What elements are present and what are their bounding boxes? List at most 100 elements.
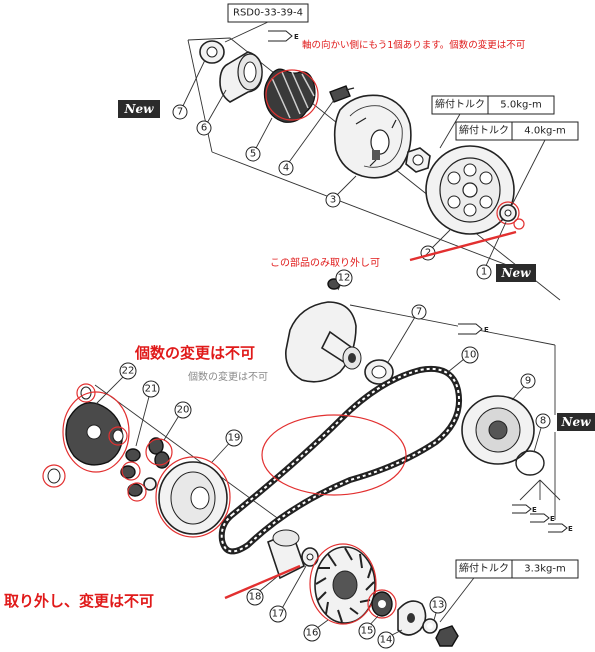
callout-1: 1 [476, 264, 492, 280]
callout-5: 5 [245, 146, 261, 162]
svg-text:19: 19 [228, 433, 241, 444]
svg-text:7: 7 [416, 307, 422, 318]
svg-text:1: 1 [481, 267, 487, 278]
svg-text:4.0kg-m: 4.0kg-m [524, 126, 565, 137]
top-note: 軸の向かい側にもう1個あります。個数の変更は不可 [302, 39, 525, 51]
grease-mark-2: E [458, 323, 489, 335]
svg-text:7: 7 [177, 107, 183, 118]
svg-text:3.3kg-m: 3.3kg-m [524, 564, 565, 575]
nut [405, 147, 431, 173]
ring-part-8 [515, 450, 545, 476]
spring-part-5 [263, 68, 316, 123]
svg-text:締付トルク: 締付トルク [459, 124, 509, 137]
svg-text:2: 2 [425, 248, 431, 259]
highlight-belt [261, 414, 407, 496]
top-note-text: 軸の向かい側にもう1個あります。個数の変更は不可 [302, 39, 525, 51]
svg-text:締付トルク: 締付トルク [459, 562, 509, 575]
callout-8: 8 [535, 413, 551, 429]
torque-box-3: 締付トルク 3.3kg-m [455, 559, 579, 579]
new-badge-1: New [118, 100, 160, 118]
svg-text:E: E [294, 33, 299, 41]
callout-12: 12 [335, 269, 353, 287]
svg-text:4: 4 [283, 163, 289, 174]
new-badge-3: New [557, 413, 595, 431]
svg-text:New: New [561, 415, 592, 429]
clutch-part-3 [333, 94, 412, 179]
left-note-text: 個数の変更は不可 [134, 344, 255, 362]
secondary-sheave-part-9 [461, 395, 535, 465]
callout-7-mid: 7 [411, 304, 427, 320]
svg-text:8: 8 [540, 416, 546, 427]
bottom-note-text: 取り外し、変更は不可 [4, 592, 154, 610]
svg-text:New: New [501, 266, 532, 280]
svg-text:E: E [484, 326, 489, 334]
svg-text:9: 9 [525, 376, 531, 387]
svg-text:22: 22 [122, 366, 135, 377]
part-callouts: 7 6 5 4 3 2 1 12 7 10 9 8 22 21 20 19 18… [119, 104, 551, 649]
svg-text:E: E [550, 515, 555, 523]
v-belt-part-10 [218, 366, 462, 555]
svg-text:E: E [532, 506, 537, 514]
svg-text:5.0kg-m: 5.0kg-m [500, 100, 541, 111]
callout-16: 16 [303, 624, 321, 642]
grease-mark-4: E [530, 513, 555, 523]
grease-mark-5: E [548, 523, 573, 533]
nut-bottom [435, 625, 459, 647]
collar-part-18 [267, 529, 305, 580]
reference-code-box: RSD0-33-39-4 [224, 3, 309, 43]
left-note: 個数の変更は不可 個数の変更は不可 [134, 344, 268, 383]
svg-text:15: 15 [361, 626, 374, 637]
washer-part-7-top [199, 40, 225, 64]
highlight-ramp-plate [62, 391, 130, 473]
svg-text:21: 21 [145, 384, 158, 395]
callout-7-top: 7 [172, 104, 188, 120]
nut-part-1 [496, 201, 525, 230]
callout-6: 6 [196, 120, 212, 136]
svg-text:14: 14 [380, 635, 393, 646]
slide-pieces-part-21 [120, 448, 157, 497]
callout-4: 4 [278, 160, 294, 176]
svg-text:17: 17 [272, 609, 285, 620]
svg-text:5: 5 [250, 149, 256, 160]
svg-text:New: New [124, 102, 155, 116]
bottom-note: 取り外し、変更は不可 [4, 564, 301, 624]
collar-part-6 [219, 51, 263, 103]
callout-22: 22 [119, 362, 137, 380]
callout-14: 14 [377, 631, 395, 649]
callout-13: 13 [429, 596, 447, 614]
callout-19: 19 [225, 429, 243, 447]
grease-mark-3: E [512, 504, 537, 514]
callout-9: 9 [520, 373, 536, 389]
callout-18: 18 [246, 588, 264, 606]
callout-20: 20 [174, 401, 192, 419]
svg-text:16: 16 [306, 628, 319, 639]
pin-part-4 [329, 85, 355, 103]
new-badge-2: New [496, 264, 536, 282]
oil-seal-part-7-mid [364, 359, 394, 385]
svg-text:20: 20 [177, 405, 190, 416]
callout-17: 17 [269, 605, 287, 623]
svg-text:締付トルク: 締付トルク [435, 98, 485, 111]
grease-mark-1: E [268, 30, 299, 42]
svg-text:13: 13 [432, 600, 445, 611]
drive-plate-part-15 [371, 591, 393, 617]
torque-box-1: 締付トルク 5.0kg-m [431, 95, 555, 149]
torque-box-2: 締付トルク 4.0kg-m [455, 121, 579, 206]
sliding-sheave-part-12 [285, 278, 362, 383]
washer-part-13 [422, 618, 438, 634]
ramp-plate-part-22 [47, 386, 124, 484]
svg-text:3: 3 [330, 195, 336, 206]
callout-21: 21 [142, 380, 160, 398]
clutch-housing-part-2 [425, 145, 515, 235]
svg-text:10: 10 [464, 350, 477, 361]
svg-text:18: 18 [249, 592, 262, 603]
svg-text:6: 6 [201, 123, 207, 134]
callout-15: 15 [358, 622, 376, 640]
washer-part-17 [301, 547, 319, 567]
reference-code-text: RSD0-33-39-4 [233, 8, 303, 19]
callout-3: 3 [325, 192, 341, 208]
mid-note-text: この部品のみ取り外し可 [270, 256, 380, 269]
starter-part-14 [397, 600, 427, 636]
mid-note: この部品のみ取り外し可 [270, 230, 517, 269]
